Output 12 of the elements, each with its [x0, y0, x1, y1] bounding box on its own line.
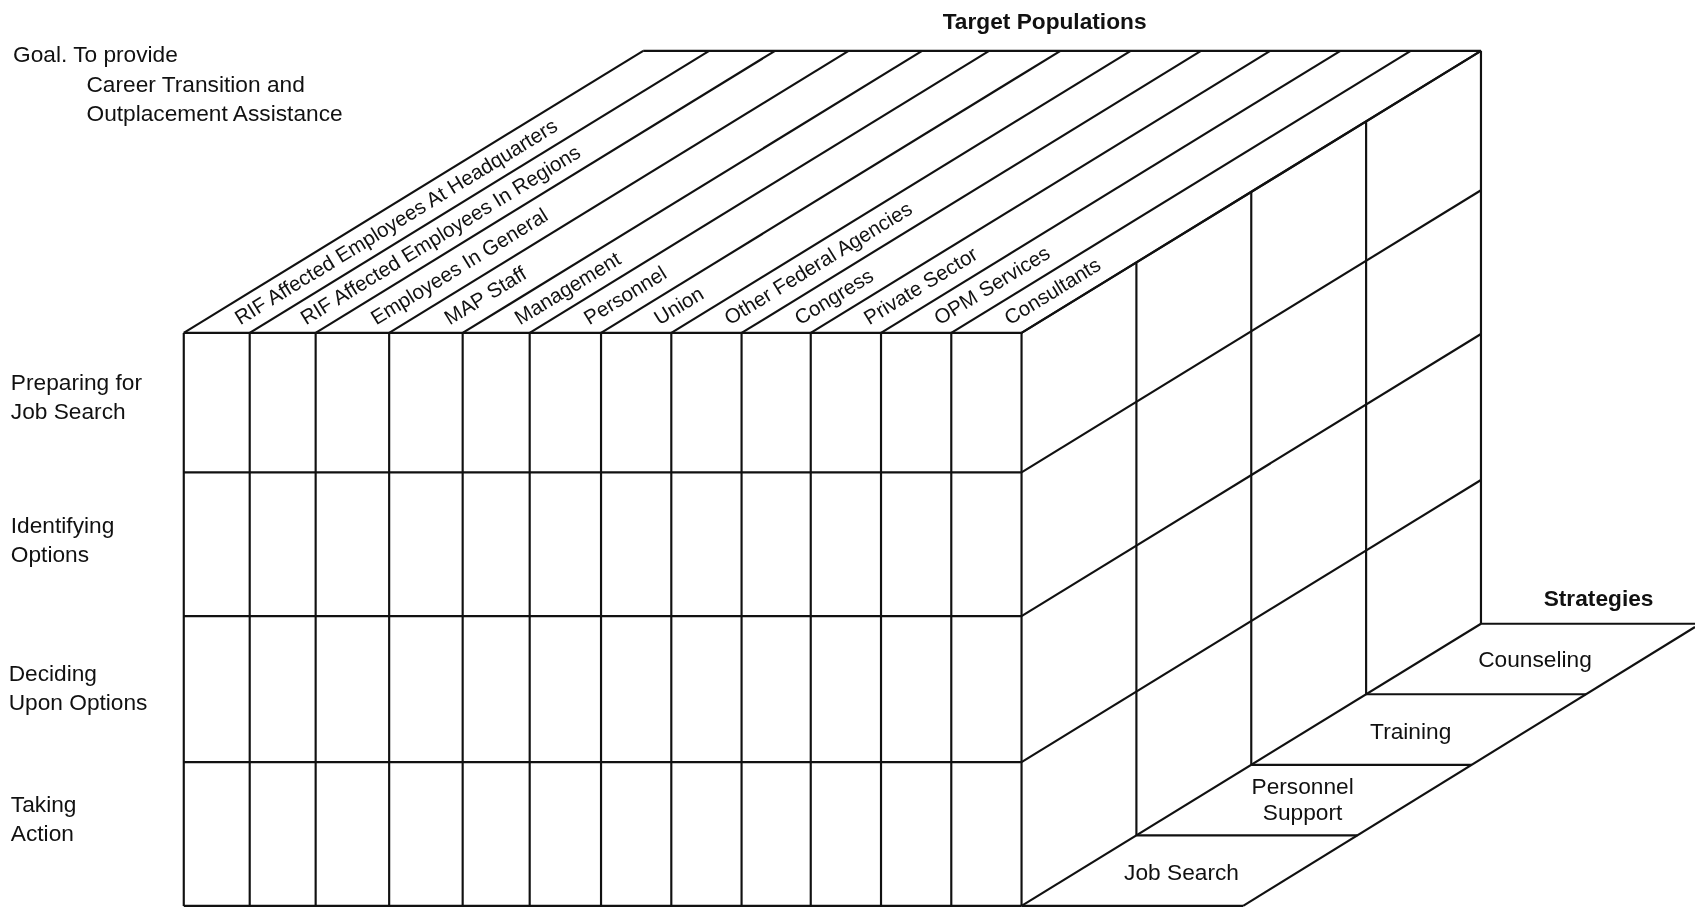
goal-text: Goal. To provide: [12, 40, 178, 69]
strategy-label: Personnel Support: [1250, 773, 1355, 827]
row-label: Preparing for Job Search: [10, 368, 144, 427]
row-label: Taking Action: [10, 790, 78, 848]
axis-title: Target Populations: [942, 7, 1147, 36]
goal-text: Career Transition and Outplacement Assistance: [86, 70, 344, 128]
row-label: Deciding Upon Options: [8, 659, 149, 717]
strategy-label: Training: [1370, 718, 1452, 745]
strategy-label: Job Search: [1124, 859, 1239, 886]
axis-title: Strategies: [1543, 584, 1654, 613]
row-label: Identifying Options: [10, 511, 116, 569]
strategy-label: Counseling: [1478, 646, 1592, 673]
